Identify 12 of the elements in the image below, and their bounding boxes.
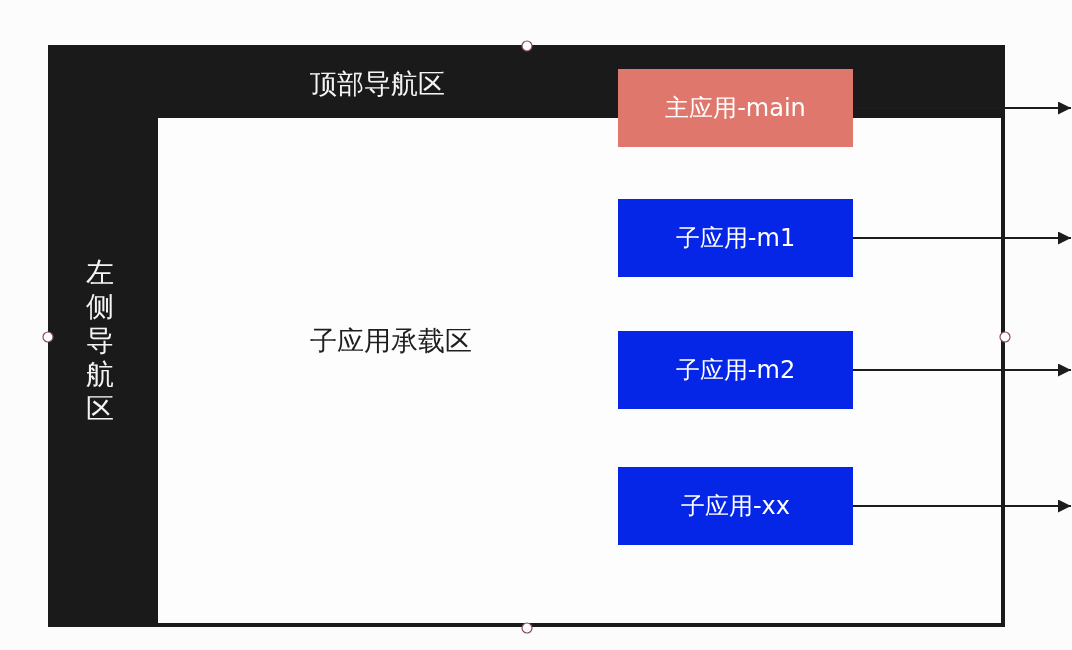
app-box: 子应用-m1 — [618, 199, 853, 277]
nav-label: 顶部导航区 — [310, 69, 445, 99]
app-box: 子应用-xx — [618, 467, 853, 545]
nav-label: 左侧导航区 — [85, 256, 115, 426]
content-area — [158, 118, 1001, 623]
arrow — [852, 231, 1072, 245]
arrow — [852, 363, 1072, 377]
arrow — [852, 499, 1072, 513]
page-frame — [48, 45, 1005, 627]
app-box: 子应用-m2 — [618, 331, 853, 409]
area-label: 子应用承载区 — [310, 326, 472, 356]
app-box: 主应用-main — [618, 69, 853, 147]
